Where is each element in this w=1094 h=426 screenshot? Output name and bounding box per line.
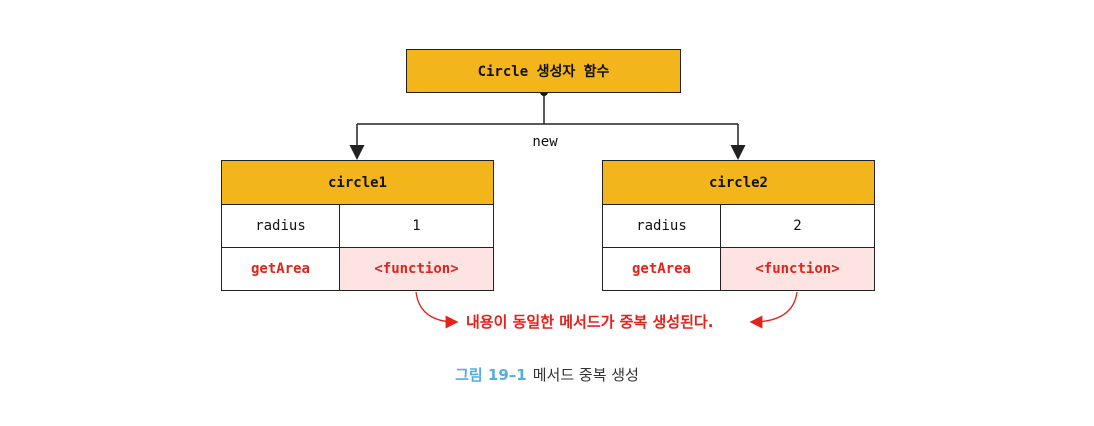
method-row: getArea <function>	[603, 247, 874, 290]
property-value: 2	[793, 218, 802, 234]
property-key: radius	[603, 205, 721, 247]
property-value: 1	[412, 218, 421, 234]
object-circle2: circle2 radius 2 getArea <function>	[602, 160, 875, 291]
method-value: <function>	[721, 248, 874, 290]
figure-number: 그림 19–1	[455, 366, 527, 384]
figure-caption: 그림 19–1 메서드 중복 생성	[0, 364, 1094, 385]
property-row: radius 1	[222, 205, 493, 247]
property-key: radius	[222, 205, 340, 247]
method-key: getArea	[603, 248, 721, 290]
new-label: new	[532, 134, 558, 150]
constructor-label: Circle 생성자 함수	[477, 64, 610, 80]
duplicate-note: 내용이 동일한 메서드가 중복 생성된다.	[466, 313, 714, 331]
method-row: getArea <function>	[222, 247, 493, 290]
object-title: circle2	[603, 161, 874, 205]
constructor-box: Circle 생성자 함수	[406, 49, 681, 93]
object-circle1: circle1 radius 1 getArea <function>	[221, 160, 494, 291]
duplicate-arrow-right	[749, 291, 798, 329]
method-key: getArea	[222, 248, 340, 290]
object-title: circle1	[222, 161, 493, 205]
method-value: <function>	[340, 248, 493, 290]
figure-title: 메서드 중복 생성	[532, 366, 639, 384]
duplicate-arrow-left	[415, 291, 459, 329]
property-row: radius 2	[603, 205, 874, 247]
